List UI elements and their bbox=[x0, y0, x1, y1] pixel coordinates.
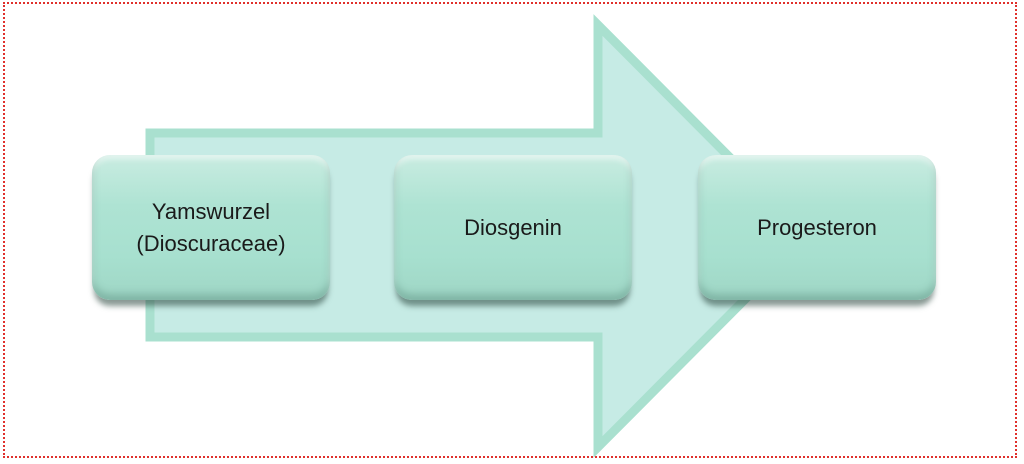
step-box-yamswurzel: Yamswurzel (Dioscuraceae) bbox=[92, 155, 330, 310]
step-label: Yamswurzel (Dioscuraceae) bbox=[136, 198, 286, 256]
dotted-frame bbox=[3, 2, 1017, 458]
step-label: Diosgenin bbox=[464, 214, 562, 240]
step-label: Progesteron bbox=[757, 214, 877, 240]
step-box-diosgenin: Diosgenin bbox=[394, 155, 632, 310]
step-box-progesteron: Progesteron bbox=[698, 155, 936, 310]
